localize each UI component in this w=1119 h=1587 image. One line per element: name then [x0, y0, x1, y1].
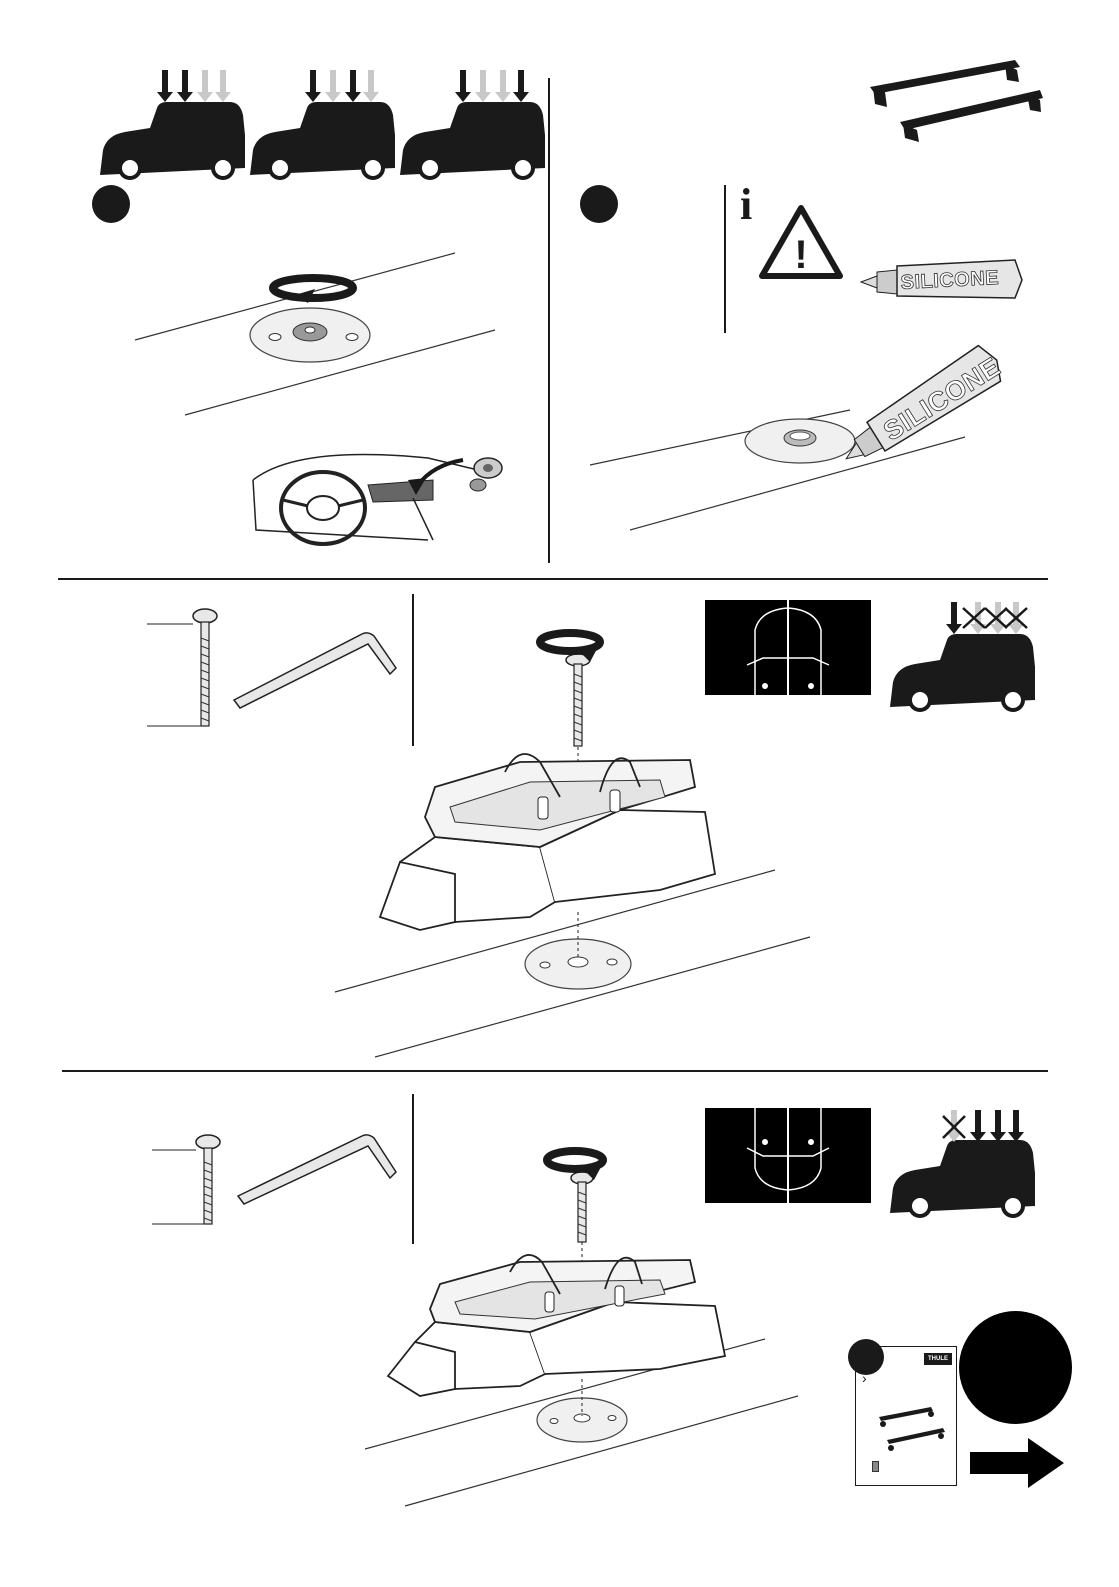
step-1-circle	[92, 185, 130, 223]
car-top-view-front-panel	[705, 600, 871, 695]
car-interior-clip-illustration	[248, 440, 538, 550]
brand-tag: THULE	[924, 1353, 952, 1365]
car-options-row	[95, 80, 555, 190]
step-2-circle	[580, 185, 618, 223]
info-glyph: i	[740, 180, 752, 229]
warning-triangle-icon: !	[756, 202, 846, 282]
horizontal-divider-2	[62, 1070, 1048, 1072]
silicone-label-large: SILICONE	[878, 351, 1005, 446]
silicone-application-illustration: SILICONE	[585, 315, 1005, 535]
car-option-2	[250, 70, 395, 178]
clip-part	[470, 458, 502, 491]
booklet-bolt	[872, 1461, 879, 1472]
silicone-tube-large: SILICONE	[832, 341, 1007, 472]
bolt-length-diagram	[145, 608, 225, 728]
chevron-icon: ›	[862, 1371, 867, 1385]
brand-label: THULE	[924, 1353, 952, 1365]
info-divider	[724, 185, 726, 333]
car-option-3	[400, 70, 545, 178]
horizontal-divider-1	[58, 578, 1048, 580]
car-option-1	[100, 70, 245, 178]
section-3-rear-foot: THULE ›	[0, 1074, 1119, 1587]
section-1-prepare-roof: i ! SILICONE SILICONE	[0, 0, 1119, 580]
roof-bars-illustration	[865, 52, 1045, 142]
silicone-tube-small: SILICONE	[857, 256, 1032, 306]
arrow-right-icon	[968, 1436, 1068, 1491]
roof-mount-point-illustration	[130, 245, 510, 425]
booklet-roof-bars	[861, 1402, 951, 1462]
car-rear-position	[885, 1110, 1045, 1220]
car-front-position	[885, 602, 1045, 712]
large-black-circle	[959, 1311, 1072, 1424]
rotate-arrow-icon	[273, 278, 353, 303]
bolt-length-diagram-rear	[150, 1130, 230, 1250]
next-booklet-card: THULE ›	[855, 1346, 957, 1486]
vertical-divider-1	[548, 78, 550, 563]
section-2-front-foot	[0, 582, 1119, 1070]
warning-glyph: !	[794, 233, 807, 277]
car-top-view-rear-panel	[705, 1108, 871, 1203]
